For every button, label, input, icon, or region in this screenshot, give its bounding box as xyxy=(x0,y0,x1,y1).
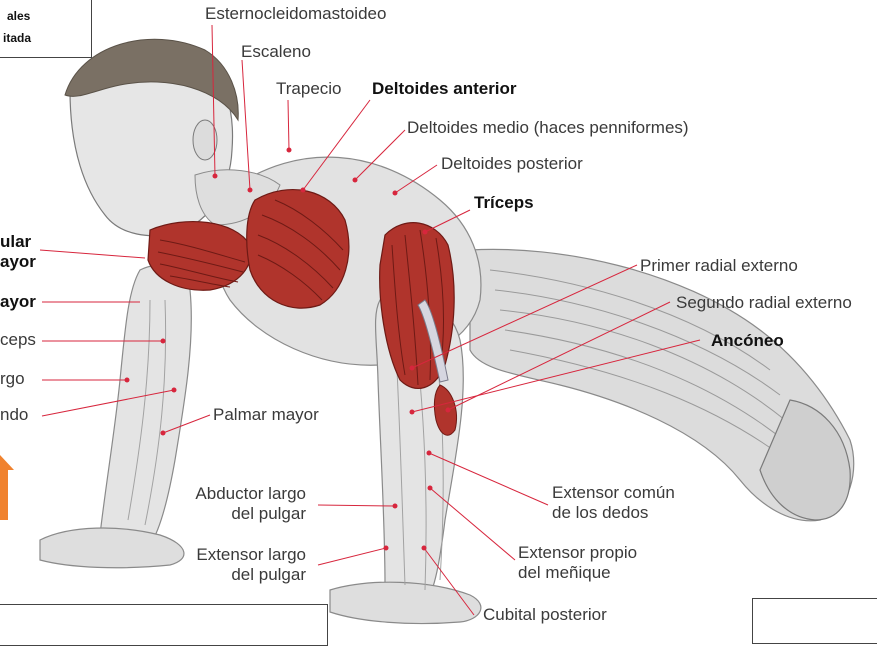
label-esternocleidomastoideo: Esternocleidomastoideo xyxy=(205,4,386,24)
legend-line-1: ales xyxy=(7,9,30,23)
label-extensor-propio: Extensor propio del meñique xyxy=(518,543,637,583)
label-extensor-comun-line1: Extensor común xyxy=(552,483,675,503)
label-abductor-largo-line1: Abductor largo xyxy=(170,484,306,504)
orange-arrow-shape xyxy=(0,455,14,520)
label-left-clavicular-line1: ular xyxy=(0,232,30,252)
label-primer-radial: Primer radial externo xyxy=(640,256,798,276)
legend-line-2: itada xyxy=(3,31,31,45)
label-extensor-comun-line2: de los dedos xyxy=(552,503,675,523)
ear-shape xyxy=(193,120,217,160)
label-deltoides-anterior: Deltoides anterior xyxy=(372,79,517,99)
label-deltoides-medio: Deltoides medio (haces penniformes) xyxy=(407,118,689,138)
bottom-left-box xyxy=(0,604,328,646)
left-hand-shape xyxy=(40,528,184,568)
pectoral-left-muscle xyxy=(148,222,251,291)
label-left-segundo: ndo xyxy=(0,405,28,425)
label-deltoides-posterior: Deltoides posterior xyxy=(441,154,583,174)
label-palmar-mayor: Palmar mayor xyxy=(213,405,319,425)
label-left-clavicular-line2: ayor xyxy=(0,252,30,272)
label-anconeo: Ancóneo xyxy=(711,331,784,351)
label-left-pectoral: ayor xyxy=(0,292,36,312)
label-segundo-radial: Segundo radial externo xyxy=(676,293,852,313)
label-triceps: Tríceps xyxy=(474,193,534,213)
right-hand-shape xyxy=(330,582,481,623)
label-trapecio: Trapecio xyxy=(276,79,342,99)
label-extensor-comun: Extensor común de los dedos xyxy=(552,483,675,523)
label-abductor-largo-line2: del pulgar xyxy=(170,504,306,524)
label-left-clavicular: ular ayor xyxy=(0,232,30,272)
bottom-right-box xyxy=(752,598,877,644)
label-left-biceps: ceps xyxy=(0,330,36,350)
label-escaleno: Escaleno xyxy=(241,42,311,62)
label-extensor-propio-line2: del meñique xyxy=(518,563,637,583)
label-extensor-propio-line1: Extensor propio xyxy=(518,543,637,563)
label-extensor-largo: Extensor largo del pulgar xyxy=(170,545,306,585)
label-cubital-posterior: Cubital posterior xyxy=(483,605,607,625)
pectoral-right-muscle xyxy=(247,190,349,308)
label-extensor-largo-line2: del pulgar xyxy=(170,565,306,585)
label-extensor-largo-line1: Extensor largo xyxy=(170,545,306,565)
label-left-supinador: rgo xyxy=(0,369,25,389)
legend-box: ales itada xyxy=(0,0,92,58)
label-abductor-largo: Abductor largo del pulgar xyxy=(170,484,306,524)
